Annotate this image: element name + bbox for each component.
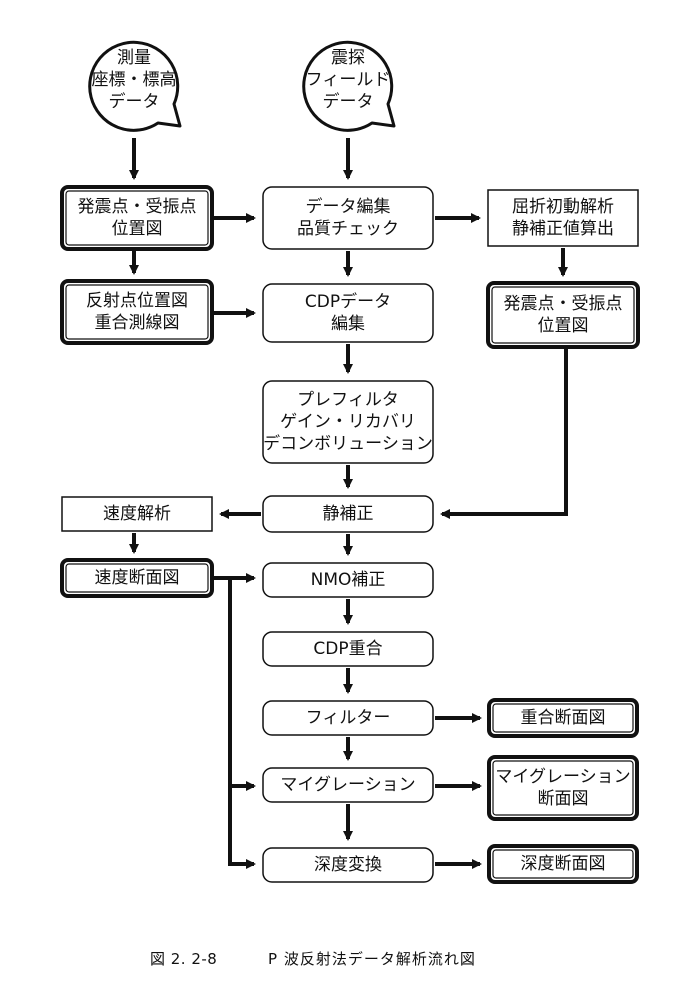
node-label-line: 重合測線図 xyxy=(95,313,180,333)
box-outer xyxy=(487,755,639,821)
node-label-line: 位置図 xyxy=(112,219,163,239)
node-label-line: NMO補正 xyxy=(311,570,386,590)
figure-title: P 波反射法データ解析流れ図 xyxy=(268,950,476,968)
flow-arrows xyxy=(129,138,568,869)
node-label-line: フィールド xyxy=(306,70,391,90)
flow-arrow xyxy=(228,578,256,869)
box-outer xyxy=(487,698,639,738)
box xyxy=(487,189,639,247)
box xyxy=(262,767,434,803)
node-velocity-section: 速度断面図 xyxy=(60,558,214,598)
figure-number: 図 2. 2-8 xyxy=(150,950,218,968)
node-label-line: フィルター xyxy=(306,708,391,728)
callout-shape xyxy=(88,40,182,132)
box-outer xyxy=(487,844,639,884)
box-outer xyxy=(60,558,214,598)
box-outer xyxy=(486,281,640,349)
box xyxy=(262,700,434,736)
box-inner xyxy=(65,190,209,246)
node-static: 静補正 xyxy=(262,495,434,533)
node-label-line: マイグレーション xyxy=(280,775,415,795)
node-depth-conversion: 深度変換 xyxy=(262,847,434,883)
node-label-line: 深度断面図 xyxy=(521,854,606,874)
box xyxy=(61,496,213,532)
node-label-line: 静補正 xyxy=(323,504,374,524)
node-label-line: CDP重合 xyxy=(313,639,382,659)
box-outer xyxy=(60,279,214,345)
node-label-line: 速度断面図 xyxy=(95,568,180,588)
box xyxy=(262,562,434,598)
node-nmo: NMO補正 xyxy=(262,562,434,598)
node-depth-section: 深度断面図 xyxy=(487,844,639,884)
node-velocity-analysis: 速度解析 xyxy=(61,496,213,532)
box-outer xyxy=(60,185,214,251)
node-label-line: 発震点・受振点 xyxy=(504,294,623,314)
flow-nodes: 測量座標・標高データ震探フィールドデータ発震点・受振点位置図データ編集品質チェッ… xyxy=(60,40,640,884)
node-label-line: プレフィルタ xyxy=(297,390,399,410)
node-label-line: 発震点・受振点 xyxy=(78,197,197,217)
box-inner xyxy=(492,760,634,816)
node-label-line: マイグレーション xyxy=(495,767,630,787)
box xyxy=(262,283,434,343)
box-inner xyxy=(492,849,634,879)
node-label-line: 測量 xyxy=(117,48,151,68)
box xyxy=(262,186,434,250)
node-label-line: CDPデータ xyxy=(305,291,391,312)
box xyxy=(262,847,434,883)
node-label-line: 編集 xyxy=(331,314,365,334)
box xyxy=(262,495,434,533)
flow-arrow xyxy=(440,349,568,519)
node-label-line: データ編集 xyxy=(306,196,391,217)
node-label-line: 屈折初動解析 xyxy=(512,197,614,217)
node-label-line: 震探 xyxy=(331,48,365,68)
callout-shape xyxy=(302,40,396,132)
node-label-line: 静補正値算出 xyxy=(512,219,614,239)
node-label-line: データ xyxy=(109,91,160,112)
node-label-line: 重合断面図 xyxy=(521,708,606,728)
box-inner xyxy=(491,286,635,344)
box-inner xyxy=(65,563,209,593)
node-migration: マイグレーション xyxy=(262,767,434,803)
node-label-line: 反射点位置図 xyxy=(86,291,188,311)
box-inner xyxy=(65,284,209,340)
node-label-line: デコンボリューション xyxy=(263,433,433,454)
node-label-line: 位置図 xyxy=(538,316,589,336)
node-cdp-stack: CDP重合 xyxy=(262,631,434,667)
node-label-line: 断面図 xyxy=(538,789,589,809)
node-stack-section: 重合断面図 xyxy=(487,698,639,738)
node-label-line: 品質チェック xyxy=(297,219,399,239)
node-label-line: 速度解析 xyxy=(103,504,171,524)
node-label-line: データ xyxy=(323,91,374,112)
box xyxy=(262,631,434,667)
box xyxy=(262,380,434,464)
node-filter: フィルター xyxy=(262,700,434,736)
node-label-line: ゲイン・リカバリ xyxy=(280,412,416,432)
node-label-line: 座標・標高 xyxy=(92,70,177,90)
node-label-line: 深度変換 xyxy=(314,855,382,875)
box-inner xyxy=(492,703,634,733)
